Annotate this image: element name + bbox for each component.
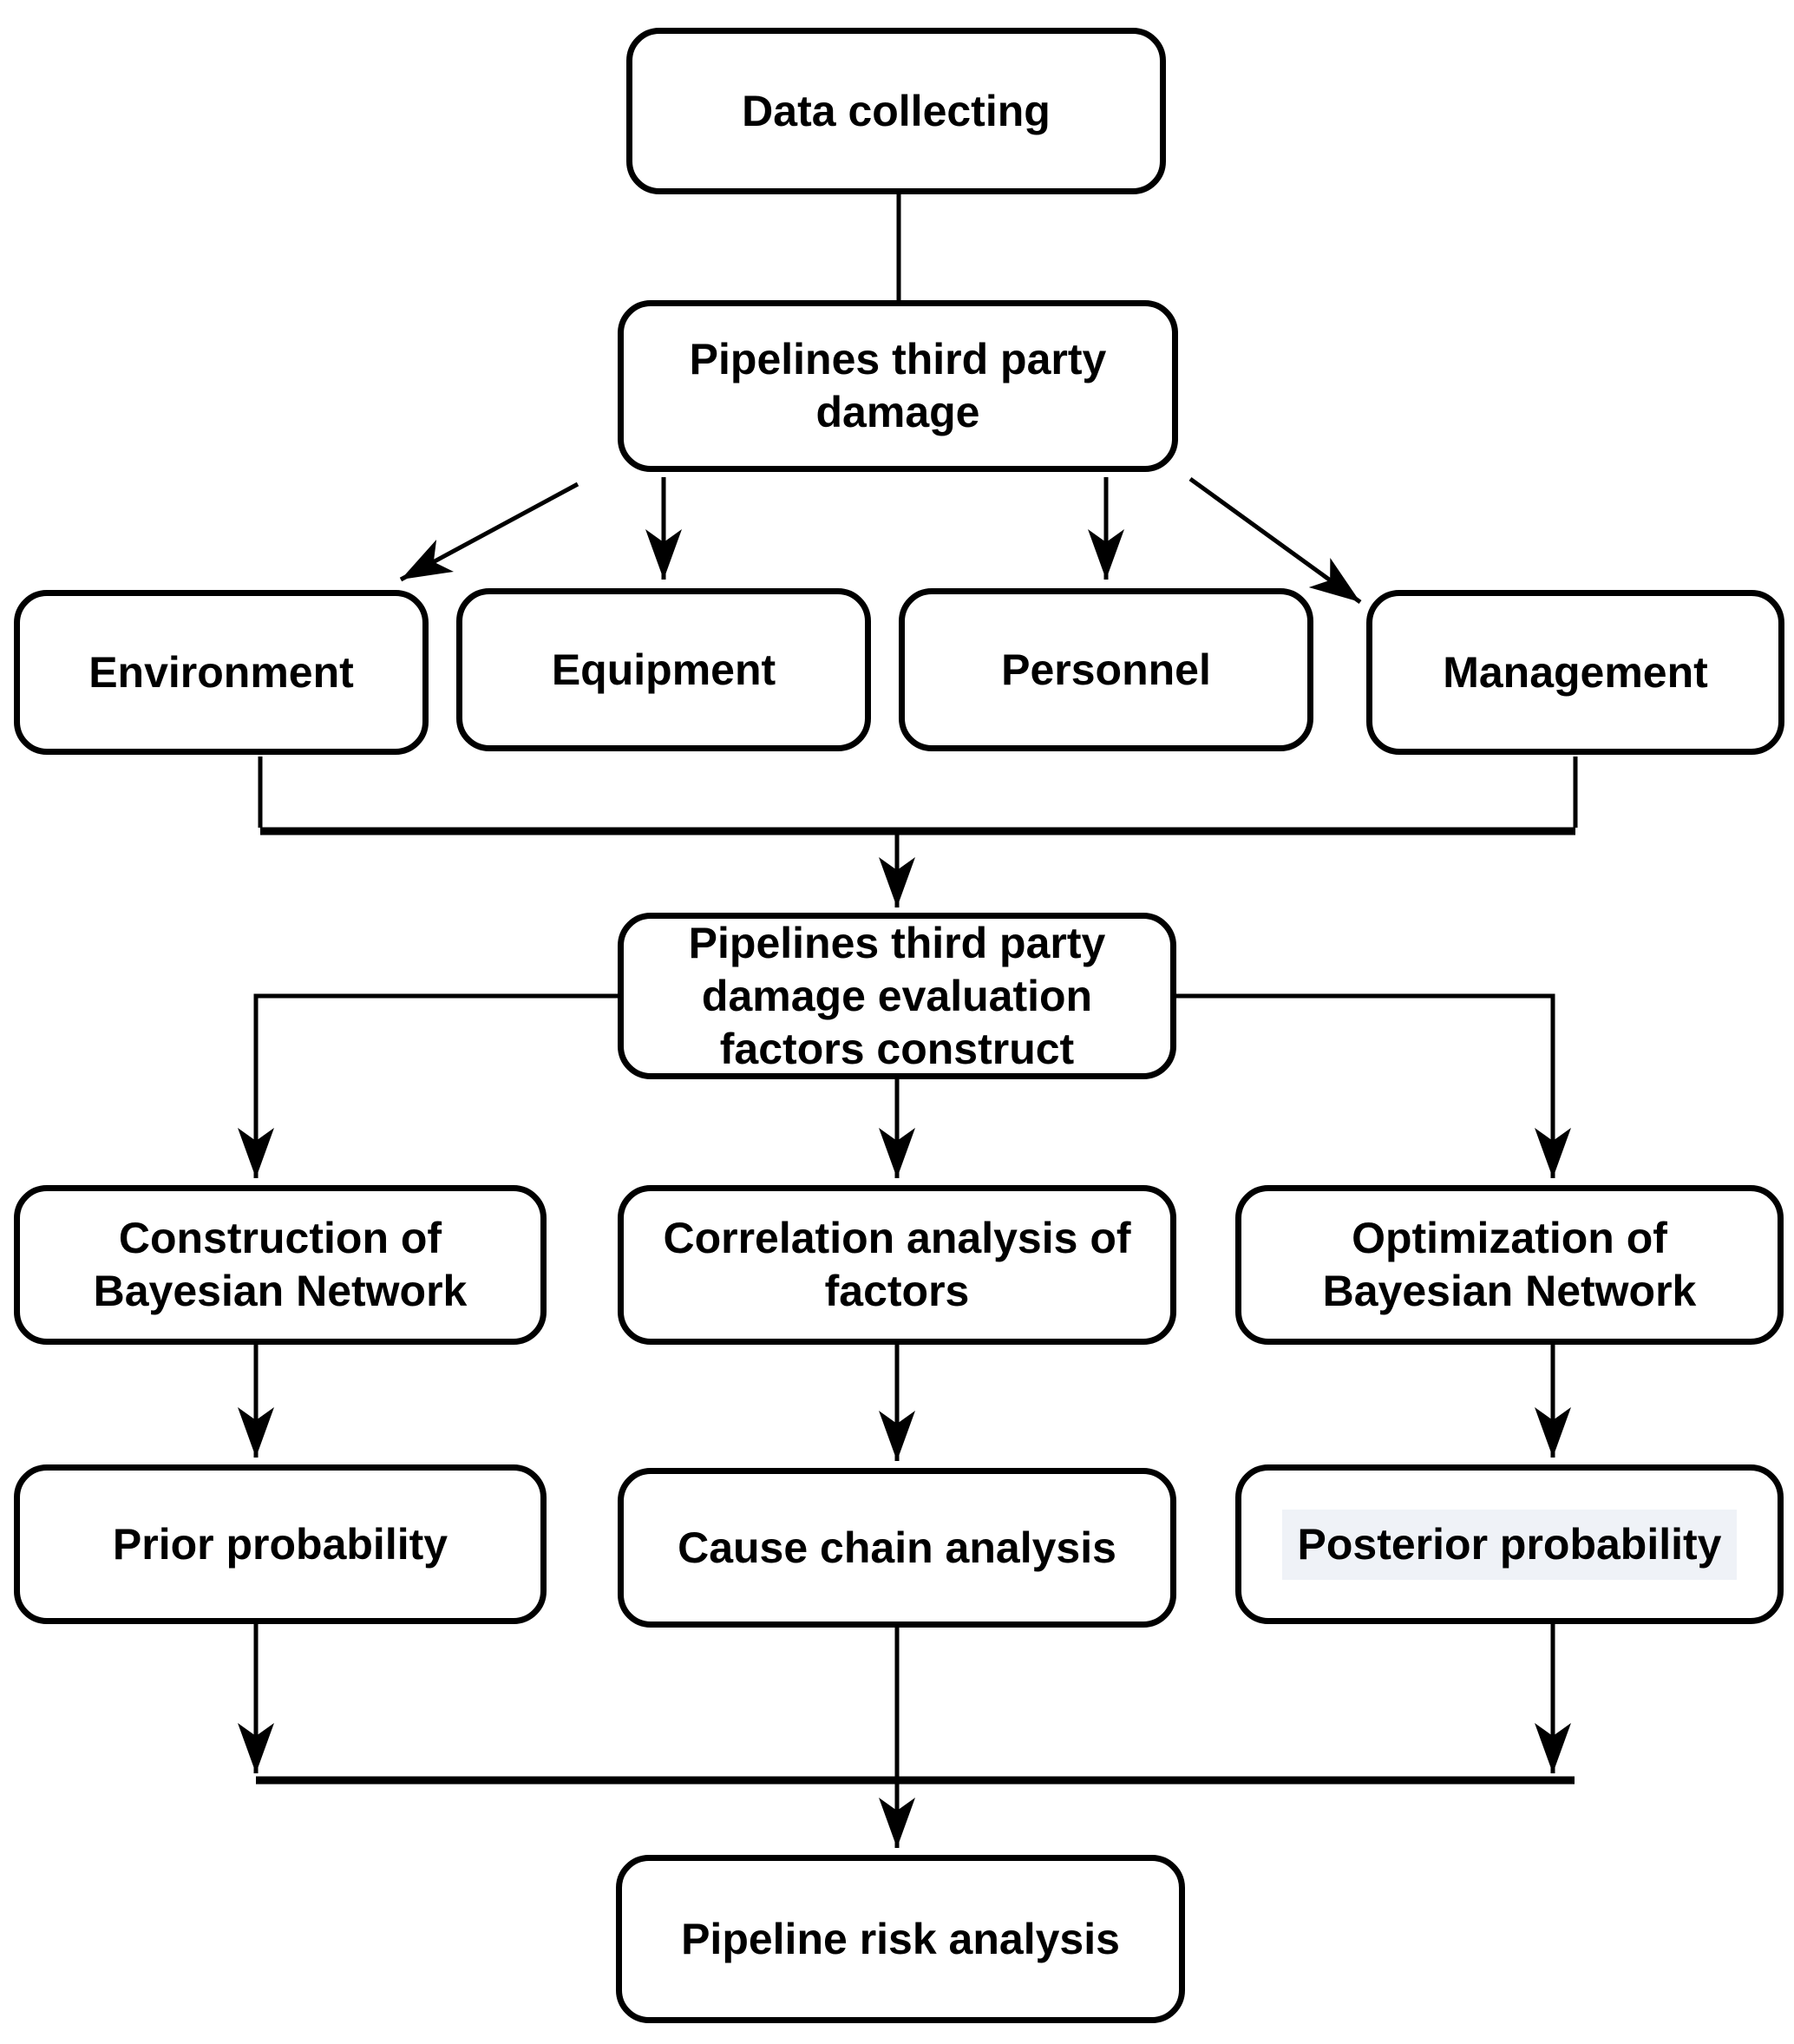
node-label: Data collecting: [742, 86, 1051, 135]
node-pipelines-third-party-damage: Pipelines third party damage: [618, 300, 1178, 472]
node-evaluation-factors-construct: Pipelines third party damage evaluation …: [618, 913, 1176, 1079]
node-label: Posterior probability: [1281, 1509, 1738, 1580]
node-label: Personnel: [1001, 645, 1211, 694]
node-label: Optimization of Bayesian Network: [1322, 1214, 1697, 1315]
node-data-collecting: Data collecting: [626, 28, 1166, 194]
node-label: Correlation analysis of factors: [663, 1214, 1131, 1315]
node-label: Pipelines third party damage evaluation …: [688, 918, 1106, 1073]
node-equipment: Equipment: [456, 588, 871, 751]
node-label: Equipment: [551, 645, 776, 694]
node-correlation-analysis-of-factors: Correlation analysis of factors: [618, 1185, 1176, 1345]
node-construction-of-bayesian-network: Construction of Bayesian Network: [14, 1185, 547, 1345]
edge-damage-management: [1188, 476, 1362, 605]
edge-damage-environment: [399, 482, 579, 582]
edge-evaluation-optimization: [1176, 993, 1571, 1178]
node-personnel: Personnel: [899, 588, 1313, 751]
node-label: Cause chain analysis: [678, 1523, 1116, 1572]
node-environment: Environment: [14, 590, 429, 755]
node-label: Management: [1443, 647, 1708, 697]
node-posterior-probability: Posterior probability: [1235, 1464, 1784, 1624]
node-management: Management: [1366, 590, 1784, 755]
node-cause-chain-analysis: Cause chain analysis: [618, 1468, 1176, 1628]
node-label: Environment: [88, 647, 354, 697]
node-label: Prior probability: [112, 1519, 448, 1569]
edge-evaluation-construction: [238, 993, 618, 1178]
node-pipeline-risk-analysis: Pipeline risk analysis: [616, 1855, 1185, 2023]
node-label: Pipeline risk analysis: [681, 1914, 1120, 1963]
node-label: Pipelines third party damage: [689, 335, 1107, 436]
node-prior-probability: Prior probability: [14, 1464, 547, 1624]
node-label: Construction of Bayesian Network: [93, 1214, 468, 1315]
node-optimization-of-bayesian-network: Optimization of Bayesian Network: [1235, 1185, 1784, 1345]
